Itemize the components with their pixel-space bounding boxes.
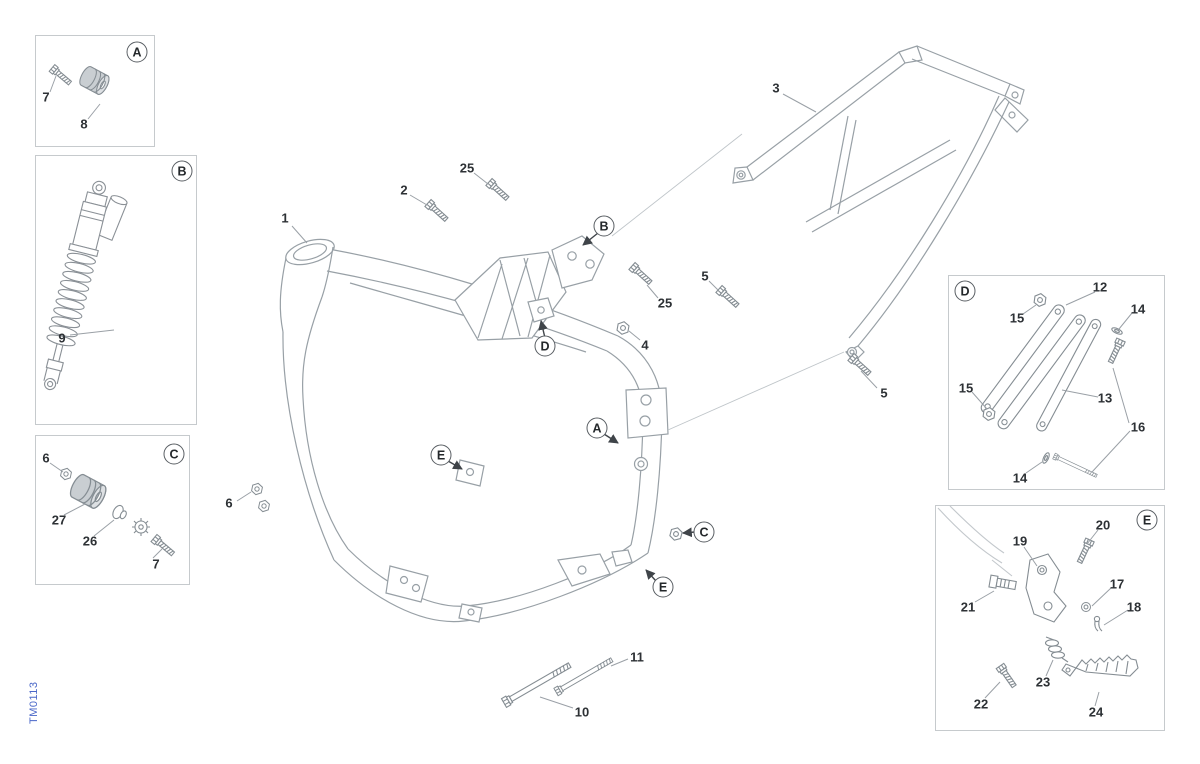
part-label-d-12: 12 (1092, 279, 1108, 295)
part-label-e-17: 17 (1109, 576, 1125, 592)
part-label-a-7: 7 (42, 89, 50, 105)
part-label-10: 10 (574, 704, 590, 720)
part-label-c-7: 7 (152, 556, 160, 572)
subframe-drawing (611, 45, 1029, 431)
section-marker-b: B (593, 215, 615, 237)
inset-panel-e (935, 505, 1165, 731)
part-label-11: 11 (630, 649, 644, 665)
part-label-e-21: 21 (960, 599, 976, 615)
part-label-d-15b: 15 (958, 380, 974, 396)
part-label-e-22: 22 (973, 696, 989, 712)
inset-letter-b: B (171, 160, 193, 182)
part-label-a-8: 8 (80, 116, 88, 132)
part-label-3: 3 (772, 80, 780, 96)
leader-lines (49, 75, 1133, 709)
part-label-e-19: 19 (1012, 533, 1028, 549)
inset-c-art (59, 466, 177, 558)
inset-letter-a: A (126, 41, 148, 63)
part-label-d-16: 16 (1130, 419, 1146, 435)
part-label-e-20: 20 (1095, 517, 1111, 533)
inset-letter-e: E (1136, 509, 1158, 531)
inset-letter-d: D (954, 280, 976, 302)
part-label-5b: 5 (880, 385, 888, 401)
marker-arrows (447, 232, 696, 582)
drawing-code-watermark: TM0113 (28, 681, 40, 724)
shock-absorber-drawing (43, 180, 128, 391)
part-label-25b: 25 (657, 295, 673, 311)
inset-d-art (980, 292, 1126, 480)
part-label-d-14b: 14 (1012, 470, 1028, 486)
section-marker-e1: E (430, 444, 452, 466)
part-label-e-23: 23 (1035, 674, 1051, 690)
section-marker-d: D (534, 335, 556, 357)
inset-letter-c: C (163, 443, 185, 465)
frame-drawing (279, 235, 669, 623)
part-label-d-14a: 14 (1130, 301, 1146, 317)
inset-panel-d (948, 275, 1165, 490)
part-label-5a: 5 (701, 268, 709, 284)
part-label-2: 2 (400, 182, 408, 198)
inset-panel-b (35, 155, 197, 425)
section-marker-a: A (586, 417, 608, 439)
part-label-6: 6 (225, 495, 233, 511)
part-label-b-9: 9 (58, 330, 66, 346)
part-label-4: 4 (641, 337, 649, 353)
part-label-c-27: 27 (51, 512, 67, 528)
part-label-1: 1 (281, 210, 289, 226)
part-label-c-26: 26 (82, 533, 98, 549)
part-label-e-24: 24 (1088, 704, 1104, 720)
section-marker-c: C (693, 521, 715, 543)
part-label-d-15a: 15 (1009, 310, 1025, 326)
part-label-25a: 25 (459, 160, 475, 176)
section-marker-e2: E (652, 576, 674, 598)
part-label-d-13: 13 (1097, 390, 1113, 406)
part-label-e-18: 18 (1126, 599, 1142, 615)
inset-panel-a (35, 35, 155, 147)
inset-panel-c (35, 435, 190, 585)
inset-e-art (937, 505, 1139, 690)
part-label-c-6: 6 (42, 450, 50, 466)
